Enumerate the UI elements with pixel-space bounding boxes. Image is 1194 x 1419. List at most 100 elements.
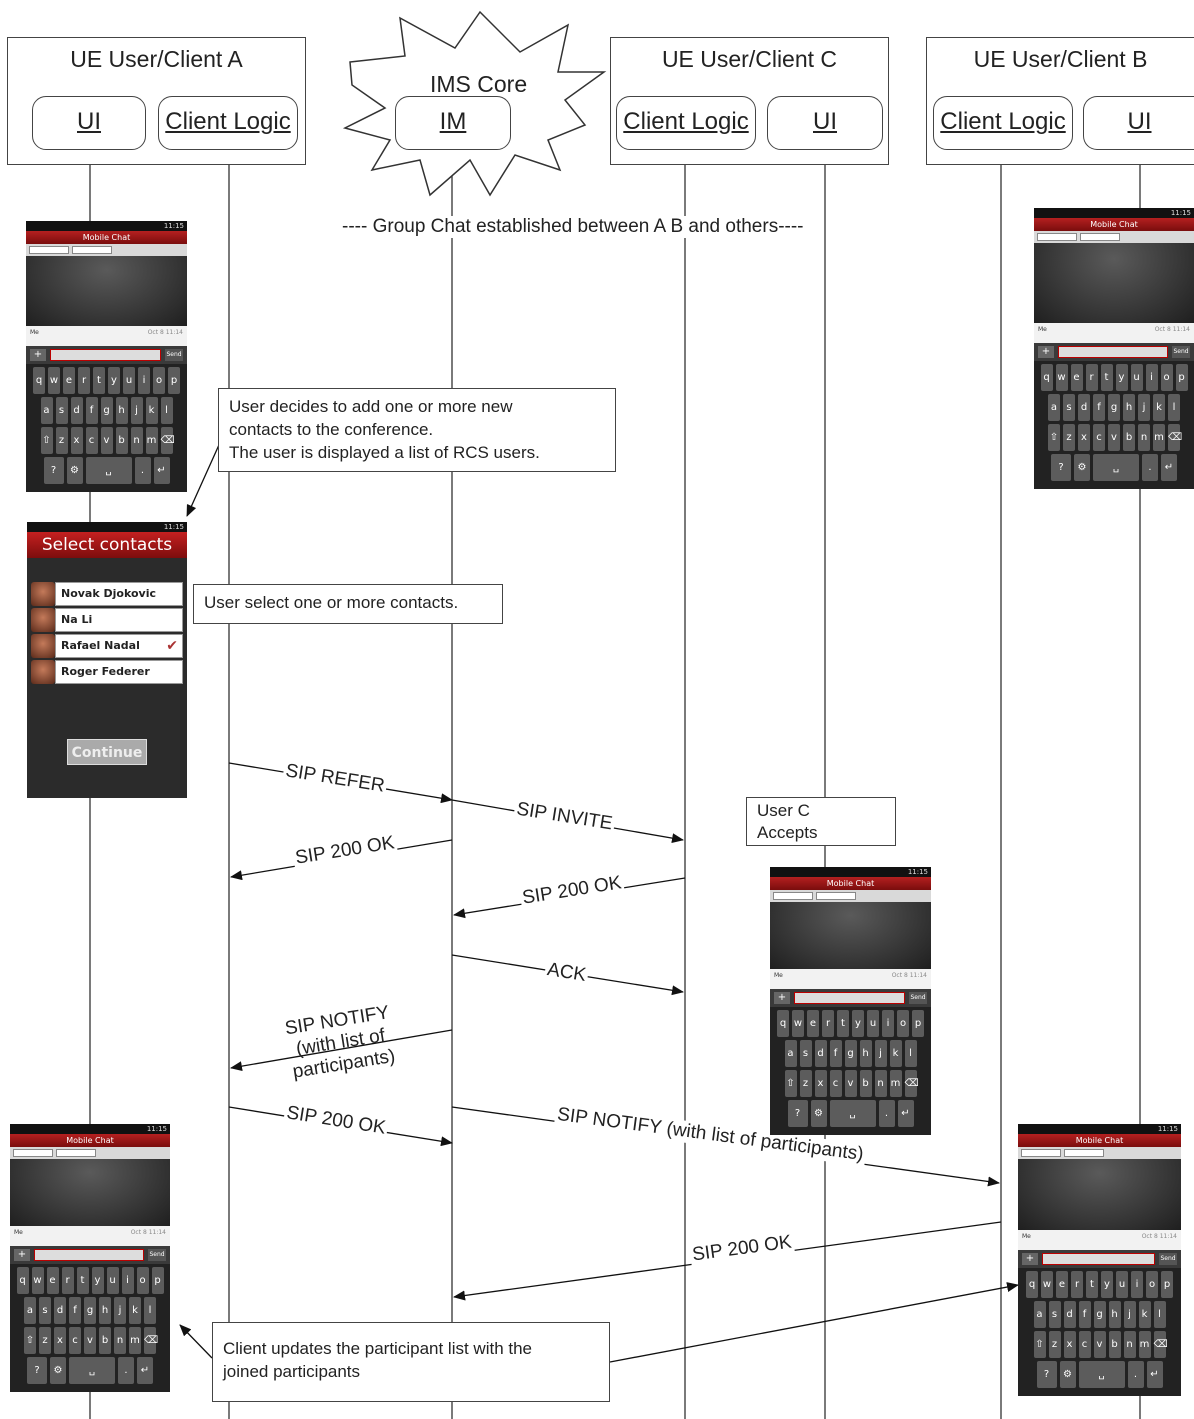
contact-row[interactable]: Roger Federer xyxy=(31,659,183,684)
keyboard-key[interactable]: ⚙ xyxy=(1074,454,1090,481)
keyboard-key[interactable]: x xyxy=(54,1327,66,1354)
add-icon[interactable]: + xyxy=(1022,1253,1038,1265)
message-input[interactable] xyxy=(34,1249,144,1261)
keyboard-key[interactable]: c xyxy=(1078,1331,1091,1358)
keyboard-key[interactable]: q xyxy=(777,1010,789,1037)
keyboard-key[interactable]: y xyxy=(1115,364,1128,391)
contact-row[interactable]: Novak Djokovic xyxy=(31,581,183,606)
keyboard-key[interactable]: a xyxy=(1048,394,1060,421)
keyboard-key[interactable]: t xyxy=(93,367,105,394)
keyboard-key[interactable]: . xyxy=(1127,1361,1144,1388)
keyboard-key[interactable]: i xyxy=(121,1267,134,1294)
keyboard-key[interactable]: ⇧ xyxy=(40,427,53,454)
participant-tab[interactable] xyxy=(773,892,813,900)
keyboard-key[interactable]: j xyxy=(130,397,143,424)
participant-tab[interactable] xyxy=(816,892,856,900)
keyboard-key[interactable]: ␣ xyxy=(1078,1361,1125,1388)
contact-row[interactable]: Rafael Nadal✔ xyxy=(31,633,183,658)
keyboard-key[interactable]: m xyxy=(889,1070,902,1097)
keyboard-key[interactable]: l xyxy=(1153,1301,1166,1328)
add-icon[interactable]: + xyxy=(14,1249,30,1261)
keyboard-key[interactable]: d xyxy=(1063,1301,1076,1328)
keyboard-key[interactable]: i xyxy=(138,367,150,394)
keyboard-key[interactable]: ↵ xyxy=(153,457,170,484)
keyboard-key[interactable]: ⇧ xyxy=(1033,1331,1046,1358)
keyboard-key[interactable]: a xyxy=(784,1040,797,1067)
keyboard-key[interactable]: ⇧ xyxy=(24,1327,36,1354)
keyboard-key[interactable]: ⇧ xyxy=(784,1070,797,1097)
keyboard-key[interactable]: b xyxy=(859,1070,872,1097)
keyboard-key[interactable]: h xyxy=(1108,1301,1121,1328)
keyboard-key[interactable]: j xyxy=(114,1297,126,1324)
keyboard-key[interactable]: l xyxy=(904,1040,917,1067)
message-input[interactable] xyxy=(794,992,905,1004)
keyboard-key[interactable]: p xyxy=(1175,364,1188,391)
keyboard-key[interactable]: ␣ xyxy=(1093,454,1139,481)
keyboard-key[interactable]: k xyxy=(889,1040,902,1067)
keyboard-key[interactable]: f xyxy=(85,397,98,424)
keyboard-key[interactable]: x xyxy=(1078,424,1090,451)
add-icon[interactable]: + xyxy=(30,349,46,361)
keyboard-key[interactable]: v xyxy=(100,427,113,454)
keyboard-key[interactable]: c xyxy=(85,427,98,454)
keyboard-key[interactable]: n xyxy=(114,1327,126,1354)
keyboard-key[interactable]: s xyxy=(799,1040,812,1067)
keyboard-key[interactable]: y xyxy=(1101,1271,1113,1298)
keyboard-key[interactable]: w xyxy=(1041,1271,1053,1298)
keyboard-key[interactable]: r xyxy=(822,1010,834,1037)
keyboard-key[interactable]: . xyxy=(134,457,151,484)
keyboard-key[interactable]: a xyxy=(40,397,53,424)
keyboard-key[interactable]: s xyxy=(1063,394,1075,421)
keyboard-key[interactable]: ↵ xyxy=(897,1100,914,1127)
keyboard-key[interactable]: ⇧ xyxy=(1048,424,1060,451)
keyboard-key[interactable]: r xyxy=(1071,1271,1083,1298)
keyboard-key[interactable]: g xyxy=(844,1040,857,1067)
keyboard-key[interactable]: r xyxy=(1085,364,1098,391)
keyboard-key[interactable]: z xyxy=(1063,424,1075,451)
keyboard-key[interactable]: z xyxy=(55,427,68,454)
keyboard-key[interactable]: g xyxy=(1093,1301,1106,1328)
keyboard-key[interactable]: h xyxy=(859,1040,872,1067)
keyboard-key[interactable]: x xyxy=(814,1070,827,1097)
keyboard-key[interactable]: z xyxy=(39,1327,51,1354)
keyboard-key[interactable]: g xyxy=(100,397,113,424)
keyboard-key[interactable]: ⌫ xyxy=(144,1327,158,1354)
keyboard-key[interactable]: w xyxy=(792,1010,804,1037)
keyboard-key[interactable]: e xyxy=(63,367,75,394)
keyboard-key[interactable]: o xyxy=(153,367,165,394)
keyboard-key[interactable]: ⚙ xyxy=(50,1357,66,1384)
message-input[interactable] xyxy=(1042,1253,1155,1265)
keyboard-key[interactable]: ⚙ xyxy=(810,1100,827,1127)
keyboard-key[interactable]: ⚙ xyxy=(66,457,83,484)
keyboard-key[interactable]: ⚙ xyxy=(1059,1361,1076,1388)
keyboard-key[interactable]: ?123 xyxy=(43,457,64,484)
keyboard-key[interactable]: v xyxy=(844,1070,857,1097)
keyboard-key[interactable]: i xyxy=(1145,364,1158,391)
keyboard-key[interactable]: l xyxy=(160,397,173,424)
continue-button[interactable]: Continue xyxy=(67,739,147,765)
keyboard-key[interactable]: i xyxy=(882,1010,894,1037)
keyboard-key[interactable]: k xyxy=(1138,1301,1151,1328)
keyboard-key[interactable]: e xyxy=(46,1267,59,1294)
keyboard-key[interactable]: y xyxy=(91,1267,104,1294)
keyboard-key[interactable]: x xyxy=(1063,1331,1076,1358)
keyboard-key[interactable]: t xyxy=(837,1010,849,1037)
keyboard-key[interactable]: h xyxy=(115,397,128,424)
keyboard-key[interactable]: . xyxy=(1142,454,1158,481)
send-button[interactable]: Send xyxy=(165,349,183,361)
send-button[interactable]: Send xyxy=(1159,1253,1177,1265)
keyboard-key[interactable]: c xyxy=(1093,424,1105,451)
keyboard-key[interactable]: f xyxy=(829,1040,842,1067)
keyboard-key[interactable]: q xyxy=(16,1267,29,1294)
keyboard-key[interactable]: d xyxy=(1078,394,1090,421)
keyboard-key[interactable]: p xyxy=(912,1010,924,1037)
keyboard-key[interactable]: ␣ xyxy=(829,1100,876,1127)
keyboard-key[interactable]: w xyxy=(1055,364,1068,391)
keyboard-key[interactable]: d xyxy=(54,1297,66,1324)
keyboard-key[interactable]: b xyxy=(1108,1331,1121,1358)
keyboard-key[interactable]: p xyxy=(1161,1271,1173,1298)
keyboard-key[interactable]: n xyxy=(130,427,143,454)
keyboard-key[interactable]: ⌫ xyxy=(160,427,175,454)
keyboard-key[interactable]: h xyxy=(99,1297,111,1324)
message-input[interactable] xyxy=(50,349,161,361)
